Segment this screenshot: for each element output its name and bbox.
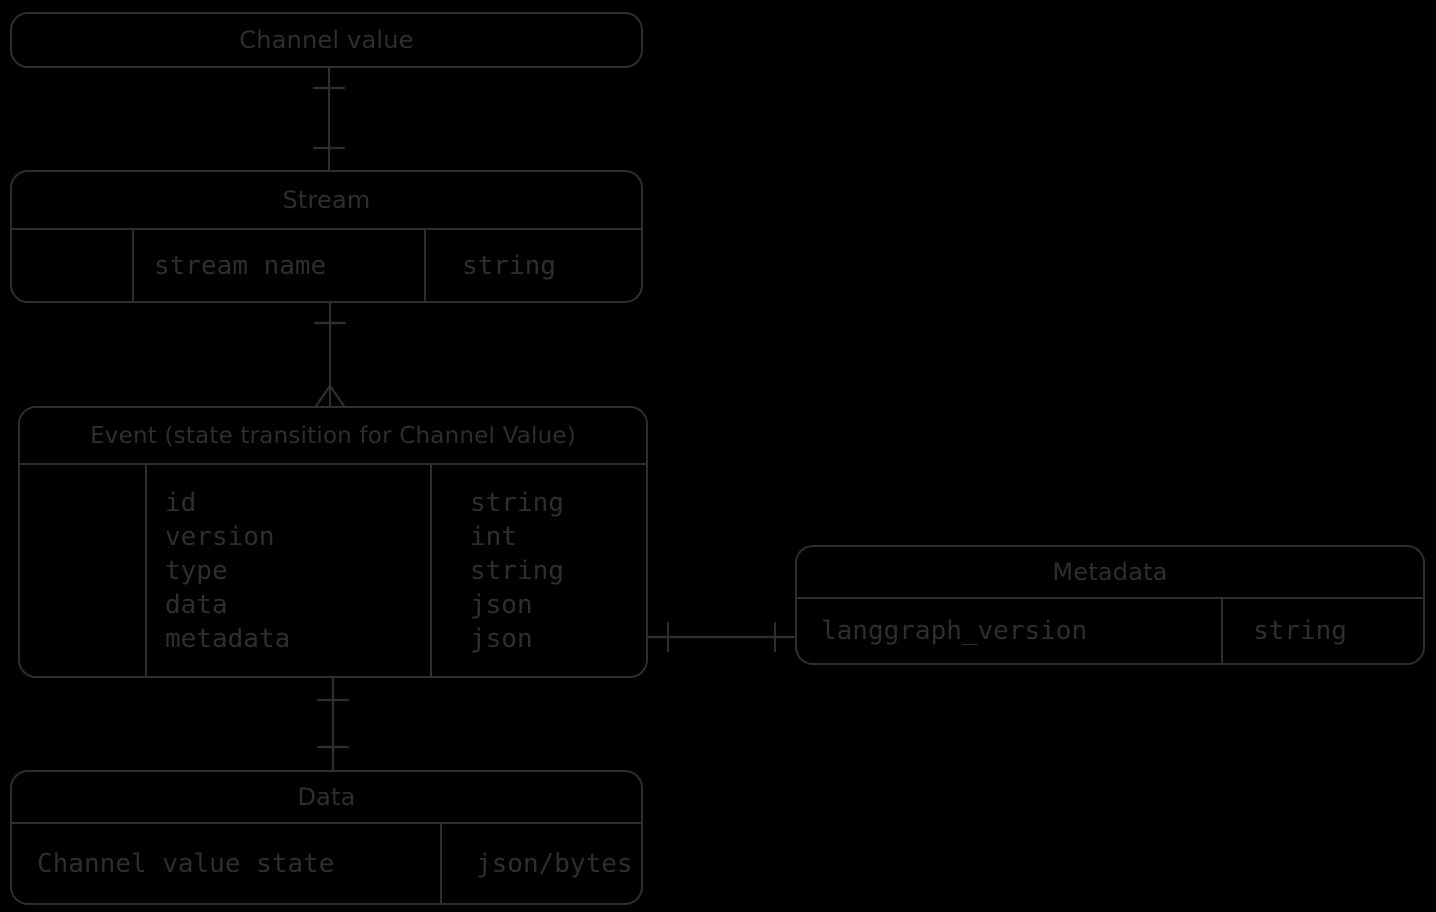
entity-channel-value-title: Channel value (239, 26, 414, 54)
entity-metadata-title: Metadata (1052, 558, 1168, 586)
entity-channel-value: Channel value (10, 12, 643, 68)
attribute-name-column: id version type data metadata (145, 465, 430, 676)
attribute-name: type (165, 555, 228, 586)
attribute-type: string (470, 487, 564, 518)
attribute-type-column: json/bytes (440, 824, 641, 903)
attribute-name: Channel value state (37, 848, 335, 879)
entity-data-title: Data (297, 783, 356, 811)
attribute-type-column: string (424, 230, 641, 301)
key-column (12, 230, 132, 301)
entity-stream-attributes: stream name string (12, 228, 641, 301)
entity-metadata: Metadata langgraph_version string (795, 545, 1425, 665)
attribute-name-column: Channel value state (12, 824, 440, 903)
attribute-type: json/bytes (476, 848, 633, 879)
cardinality-many-crowfoot-icon (328, 384, 346, 408)
attribute-name: version (165, 521, 275, 552)
attribute-type: json (470, 623, 533, 654)
attribute-type-column: string (1221, 599, 1423, 663)
key-column (20, 465, 145, 676)
entity-event: Event (state transition for Channel Valu… (18, 406, 648, 678)
attribute-type: int (470, 521, 517, 552)
entity-event-title: Event (state transition for Channel Valu… (90, 422, 576, 449)
attribute-name-column: langgraph_version (797, 599, 1221, 663)
attribute-name: data (165, 589, 228, 620)
attribute-type-column: string int string json json (430, 465, 646, 676)
attribute-name: langgraph_version (821, 616, 1088, 646)
entity-stream: Stream stream name string (10, 170, 643, 303)
entity-event-attributes: id version type data metadata string int… (20, 463, 646, 676)
entity-data: Data Channel value state json/bytes (10, 770, 643, 905)
entity-metadata-attributes: langgraph_version string (797, 597, 1423, 663)
attribute-name: metadata (165, 623, 291, 654)
attribute-type: string (1253, 616, 1347, 646)
attribute-type: string (470, 555, 564, 586)
attribute-name: id (165, 487, 197, 518)
cardinality-many-crowfoot-icon (314, 384, 332, 408)
attribute-name: stream name (154, 250, 327, 281)
attribute-name-column: stream name (132, 230, 424, 301)
attribute-type: string (462, 250, 556, 281)
entity-stream-title: Stream (282, 186, 371, 214)
attribute-type: json (470, 589, 533, 620)
entity-data-attributes: Channel value state json/bytes (12, 822, 641, 903)
